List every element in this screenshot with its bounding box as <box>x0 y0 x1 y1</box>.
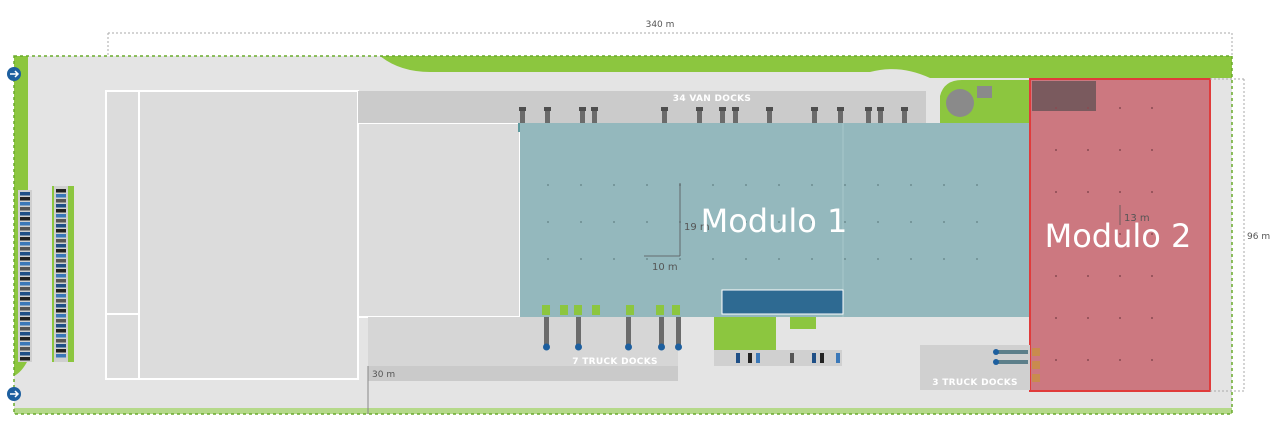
office-block-module-2 <box>1032 81 1096 111</box>
module-2-column-grid <box>1055 107 1153 361</box>
entrance-icon-top <box>7 67 21 81</box>
van-dock-door <box>902 107 907 125</box>
van-dock-door <box>866 107 871 125</box>
site-boundary <box>13 55 1233 415</box>
entrance-icon-bottom <box>7 387 21 401</box>
truck-yard-module-2: 3 TRUCK DOCKS <box>920 345 1040 390</box>
water-tank-icon <box>946 89 974 117</box>
van-dock-yard <box>358 91 926 123</box>
van-dock-door <box>838 107 843 125</box>
van-dock-door <box>767 107 772 125</box>
van-dock-door <box>580 107 585 125</box>
truck-docks-3-label: 3 TRUCK DOCKS <box>932 378 1018 388</box>
green-strip-top <box>14 56 1232 78</box>
van-dock-door <box>733 107 738 125</box>
van-dock-door <box>697 107 702 125</box>
van-dock-door <box>545 107 550 125</box>
existing-building-left <box>105 90 521 380</box>
module-1-label: Modulo 1 <box>701 202 848 240</box>
module-1 <box>520 123 1030 317</box>
green-strip-bottom <box>14 408 1232 414</box>
van-docks-label: 34 VAN DOCKS <box>673 94 751 104</box>
grid-x-label: 10 m <box>652 262 678 273</box>
truck-dock-door <box>576 317 581 345</box>
truck-dock-door <box>626 317 631 345</box>
office-block-module-1 <box>721 289 844 315</box>
truck-dock-doors <box>542 305 682 351</box>
module-2-label: Modulo 2 <box>1045 217 1192 255</box>
van-dock-door <box>592 107 597 125</box>
dimension-height: 96 m <box>1210 78 1270 392</box>
dimension-height-label: 96 m <box>1247 232 1270 242</box>
van-dock-door <box>878 107 883 125</box>
grid-y-label: 19 m <box>684 222 710 233</box>
yard-depth-label: 30 m <box>372 370 395 380</box>
truck-dock-door <box>676 317 681 345</box>
truck-dock-door <box>659 317 664 345</box>
car-parking-bottom <box>714 317 842 366</box>
van-dock-door <box>520 107 525 125</box>
truck-docks-7-label: 7 TRUCK DOCKS <box>572 357 658 367</box>
green-area-top-right <box>940 80 1030 123</box>
grid-mod2-label: 13 m <box>1124 213 1150 224</box>
dimension-length-label: 340 m <box>646 20 675 30</box>
car-parking-left <box>18 186 74 362</box>
van-dock-doors <box>519 107 908 125</box>
van-dock-door <box>812 107 817 125</box>
van-dock-door <box>720 107 725 125</box>
module-1-grid-dimension: 19 m 10 m <box>644 183 710 273</box>
truck-dock-door <box>544 317 549 345</box>
van-dock-door <box>662 107 667 125</box>
